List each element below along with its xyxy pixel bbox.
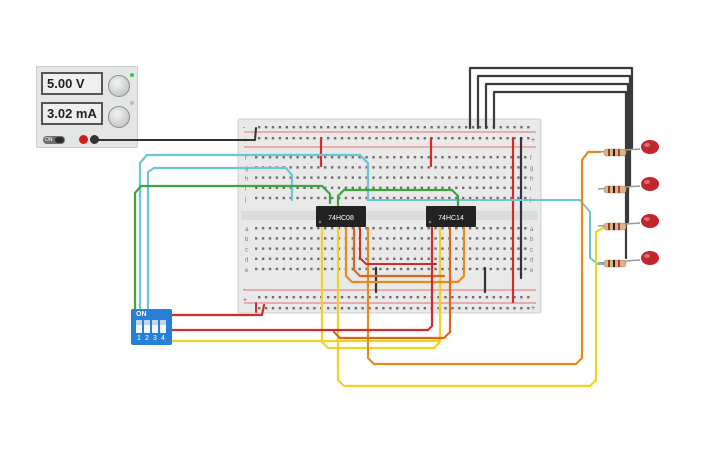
chip-label: 74HC08 (328, 215, 354, 222)
dip-switch-2[interactable] (144, 320, 150, 333)
wire-ground-led-1 (468, 66, 634, 150)
rail-plus-bottom-right: + (531, 305, 535, 312)
dip-on-label: ON (136, 311, 147, 318)
wire-green-1 (133, 184, 332, 315)
voltage-indicator-icon (130, 73, 134, 77)
chip-label: 74HC14 (438, 215, 464, 222)
voltage-knob[interactable] (108, 75, 130, 97)
dip-num-3: 3 (153, 335, 157, 342)
led-4[interactable] (597, 251, 659, 268)
svg-text:c: c (530, 247, 533, 253)
rail-plus-top-right: + (531, 137, 535, 144)
positive-terminal[interactable] (79, 135, 88, 144)
dip-switch-3[interactable] (152, 320, 158, 333)
wires[interactable] (90, 66, 634, 388)
current-display: 3.02 mA (41, 102, 103, 125)
current-knob[interactable] (108, 106, 130, 128)
chip-74hc08[interactable]: 74HC08 (316, 206, 366, 227)
wire-ground-led-4 (492, 90, 628, 260)
svg-text:c: c (245, 247, 248, 253)
dip-num-4: 4 (161, 335, 165, 342)
wire-red-dip-2 (170, 226, 434, 332)
led-3[interactable] (597, 214, 659, 231)
svg-text:a: a (530, 227, 534, 233)
svg-text:f: f (245, 156, 247, 162)
dip-switch[interactable]: ON 1 2 3 4 (131, 309, 172, 345)
wire-red-dip-1 (170, 303, 266, 317)
svg-text:i: i (245, 187, 246, 193)
chip-74hc14[interactable]: 74HC14 (426, 206, 476, 227)
dip-switch-4[interactable] (160, 320, 166, 333)
svg-text:b: b (245, 237, 249, 243)
voltage-display: 5.00 V (41, 72, 103, 95)
wire-orange-4 (332, 226, 452, 340)
rail-plus-bottom: + (243, 297, 247, 304)
svg-text:b: b (530, 237, 534, 243)
dip-num-2: 2 (145, 335, 149, 342)
wire-cyan-2 (146, 166, 294, 315)
led-array[interactable] (597, 140, 659, 268)
svg-text:e: e (530, 268, 534, 274)
svg-text:g: g (530, 166, 533, 172)
dip-num-1: 1 (137, 335, 141, 342)
wire-orange-1 (344, 226, 466, 284)
svg-text:f: f (530, 156, 532, 162)
svg-text:g: g (245, 166, 248, 172)
svg-text:i: i (530, 187, 531, 193)
wire-cyan-3 (367, 199, 609, 265)
wire-red-4 (359, 227, 437, 265)
wire-ground-supply (90, 127, 257, 141)
rail-minus-top: - (243, 125, 246, 132)
wire-ground-led-2 (476, 74, 632, 188)
svg-text:d: d (530, 258, 533, 264)
wire-green-2 (336, 188, 460, 208)
wire-orange-3 (352, 226, 446, 278)
wire-yellow-2 (320, 226, 442, 350)
current-indicator-icon (130, 101, 134, 105)
wire-orange-2 (366, 150, 602, 366)
rail-minus-bottom: - (243, 287, 246, 294)
power-supply[interactable]: 5.00 V 3.02 mA ON (36, 66, 138, 148)
svg-text:d: d (245, 258, 248, 264)
dip-switch-1[interactable] (136, 320, 142, 333)
wire-ground-led-3 (484, 82, 630, 224)
led-1[interactable] (597, 140, 659, 157)
svg-text:h: h (530, 176, 533, 182)
power-switch[interactable]: ON (43, 136, 65, 144)
power-switch-label: ON (45, 137, 53, 143)
led-2[interactable] (597, 177, 659, 194)
svg-text:a: a (245, 227, 249, 233)
svg-text:j: j (244, 197, 246, 203)
svg-text:h: h (245, 176, 248, 182)
svg-text:e: e (245, 268, 249, 274)
wire-yellow-3 (336, 224, 608, 388)
